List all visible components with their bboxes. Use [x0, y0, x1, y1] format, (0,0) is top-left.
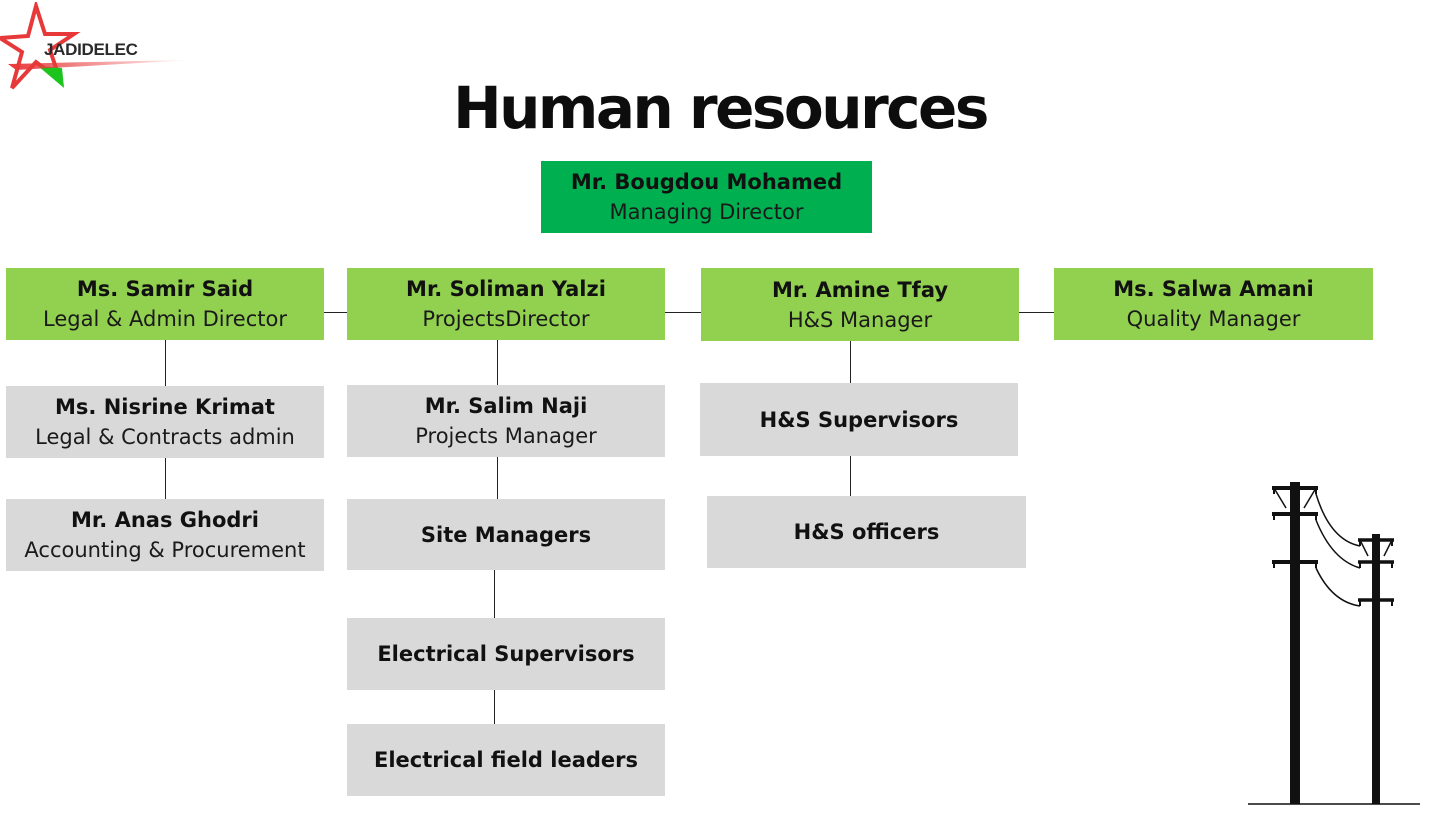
staff-box-electrical-supervisors: Electrical Supervisors [347, 618, 665, 690]
connector-line [165, 340, 166, 386]
staff-box-electrical-field-leaders: Electrical field leaders [347, 724, 665, 796]
manager-box-quality: Ms. Salwa Amani Quality Manager [1054, 268, 1373, 340]
company-logo: JADIDELEC [0, 0, 200, 92]
power-pylons-icon [1246, 478, 1422, 812]
staff-role: Legal & Contracts admin [35, 425, 295, 449]
logo-text: JADIDELEC [44, 40, 138, 59]
connector-line [1018, 312, 1055, 313]
manager-name: Ms. Samir Said [76, 277, 254, 301]
manager-name: Mr. Soliman Yalzi [406, 277, 606, 301]
director-box: Mr. Bougdou Mohamed Managing Director [541, 161, 872, 233]
staff-role: Accounting & Procurement [24, 538, 306, 562]
manager-name: Ms. Salwa Amani [1113, 277, 1314, 301]
staff-box-hs-officers: H&S officers [707, 496, 1026, 568]
staff-name: Mr. Anas Ghodri [71, 508, 259, 532]
connector-line [664, 312, 701, 313]
manager-name: Mr. Amine Tfay [771, 277, 949, 302]
connector-line [323, 312, 347, 313]
staff-box-legal-contracts: Ms. Nisrine Krimat Legal & Contracts adm… [6, 386, 324, 458]
director-name: Mr. Bougdou Mohamed [570, 170, 843, 194]
manager-role: ProjectsDirector [422, 307, 590, 331]
manager-box-projects: Mr. Soliman Yalzi ProjectsDirector [347, 268, 665, 340]
connector-line [497, 340, 498, 385]
manager-role: H&S Manager [787, 307, 933, 332]
connector-line [497, 457, 498, 499]
staff-name: Mr. Salim Naji [424, 394, 588, 418]
manager-role: Quality Manager [1126, 307, 1301, 331]
staff-role: Projects Manager [415, 424, 597, 448]
staff-name: Site Managers [420, 522, 592, 547]
staff-name: H&S Supervisors [759, 407, 959, 432]
staff-name: Ms. Nisrine Krimat [55, 395, 275, 419]
manager-box-legal: Ms. Samir Said Legal & Admin Director [6, 268, 324, 340]
star-logo-icon [0, 0, 190, 90]
director-role: Managing Director [609, 200, 804, 224]
manager-box-hs: Mr. Amine Tfay H&S Manager [701, 268, 1019, 341]
staff-box-projects-manager: Mr. Salim Naji Projects Manager [347, 385, 665, 457]
staff-box-accounting: Mr. Anas Ghodri Accounting & Procurement [6, 499, 324, 571]
staff-name: H&S officers [793, 520, 940, 544]
staff-name: Electrical Supervisors [377, 642, 635, 666]
manager-role: Legal & Admin Director [43, 307, 287, 331]
staff-name: Electrical field leaders [373, 748, 639, 772]
connector-line [494, 570, 495, 618]
connector-line [850, 456, 851, 496]
connector-line [494, 690, 495, 724]
page-title: Human resources [453, 74, 989, 142]
connector-line [165, 458, 166, 499]
staff-box-hs-supervisors: H&S Supervisors [700, 383, 1018, 456]
staff-box-site-managers: Site Managers [347, 499, 665, 570]
connector-line [850, 341, 851, 383]
